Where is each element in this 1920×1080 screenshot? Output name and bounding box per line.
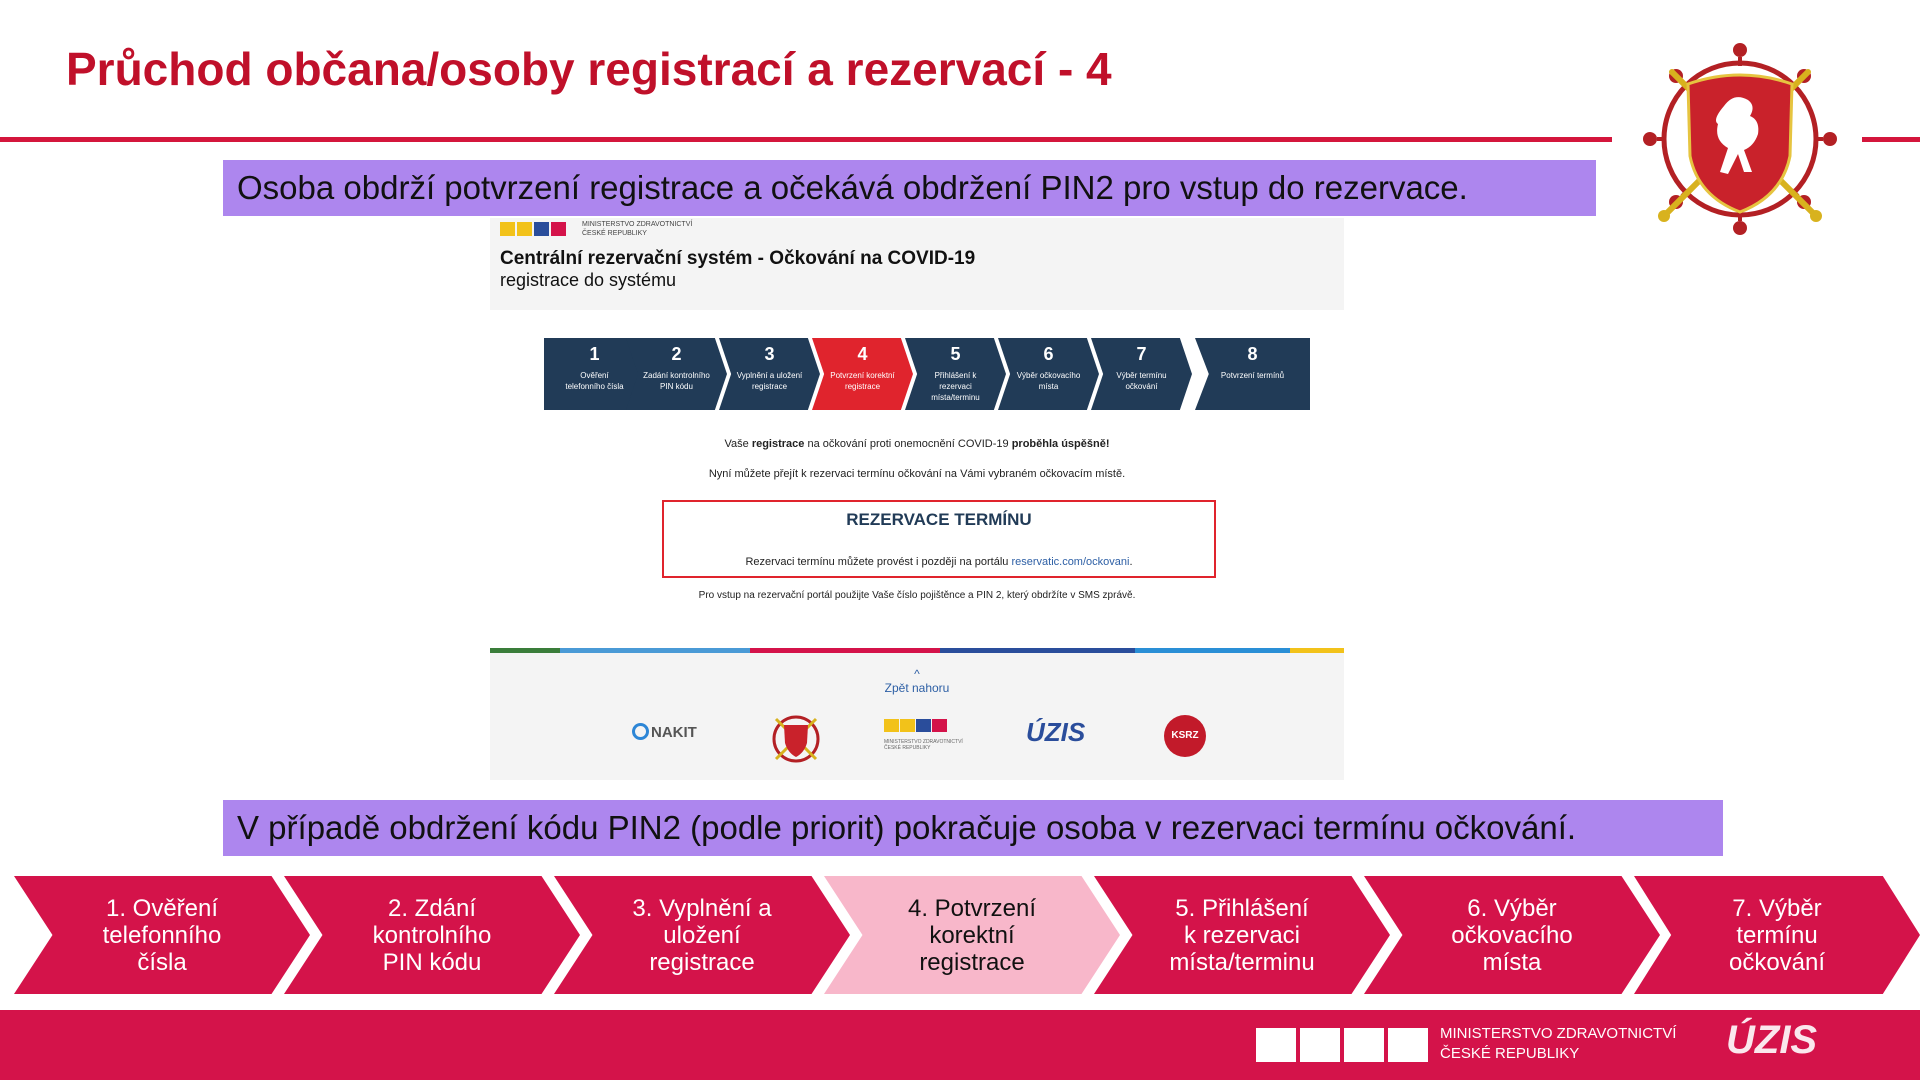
ministry-small-logo-icon (884, 719, 947, 732)
process-step-5: 5. Přihlášení k rezervaci místa/terminu (1094, 876, 1390, 994)
ministry-logo-icon (500, 222, 566, 236)
color-strip (490, 648, 1344, 653)
title-divider-right (1862, 137, 1920, 142)
ministry-footer-logo-icon (1256, 1028, 1428, 1062)
callout-top: Osoba obdrží potvrzení registrace a oček… (223, 160, 1596, 216)
uzis-logo: ÚZIS (1026, 717, 1086, 747)
footer-band (0, 1010, 1920, 1080)
ministry-name: MINISTERSTVO ZDRAVOTNICTVÍ ČESKÉ REPUBLI… (582, 221, 693, 237)
process-step-7: 7. Výběr termínu očkování (1634, 876, 1920, 994)
ksrz-logo: KSRZ (1164, 715, 1206, 757)
nakit-logo: NAKIT (632, 723, 697, 741)
embedded-screenshot: MINISTERSTVO ZDRAVOTNICTVÍ ČESKÉ REPUBLI… (490, 218, 1344, 780)
process-step-3: 3. Vyplnění a uložení registrace (554, 876, 850, 994)
reservation-box: REZERVACE TERMÍNU Rezervaci termínu může… (662, 500, 1216, 578)
reservation-link[interactable]: reservatic.com/ockovani (1011, 556, 1130, 568)
reservation-title: REZERVACE TERMÍNU (846, 510, 1032, 529)
system-title: Centrální rezervační systém - Očkování n… (500, 248, 976, 269)
slide-title: Průchod občana/osoby registrací a rezerv… (66, 43, 1112, 95)
success-message: Vaše registrace na očkování proti onemoc… (724, 438, 1110, 450)
screenshot-footer: ^ Zpět nahoru NAKIT MINISTERSTVO ZDRAVOT… (490, 653, 1344, 780)
process-step-6: 6. Výběr očkovacího místa (1364, 876, 1660, 994)
process-step-4: 4. Potvrzení korektní registrace (824, 876, 1120, 994)
process-step-1: 1. Ověření telefonního čísla (14, 876, 310, 994)
nakit-ring-icon (632, 723, 649, 740)
process-step-2: 2. Zdání kontrolního PIN kódu (284, 876, 580, 994)
fire-rescue-emblem-icon (1643, 43, 1837, 235)
fire-rescue-small-emblem-icon (772, 715, 820, 763)
uzis-footer-logo: ÚZIS (1726, 1018, 1818, 1062)
callout-bottom: V případě obdržení kódu PIN2 (podle prio… (223, 800, 1723, 856)
system-subtitle: registrace do systému (500, 270, 677, 290)
ministry-small-text: MINISTERSTVO ZDRAVOTNICTVÍ ČESKÉ REPUBLI… (884, 739, 963, 751)
screenshot-header: MINISTERSTVO ZDRAVOTNICTVÍ ČESKÉ REPUBLI… (490, 218, 1344, 310)
reservation-text: Rezervaci termínu můžete provést i pozdě… (745, 556, 1133, 568)
pin-instruction: Pro vstup na rezervační portál použijte … (698, 590, 1136, 601)
title-divider (0, 137, 1612, 142)
back-to-top-link[interactable]: ^ Zpět nahoru (490, 667, 1344, 695)
chevron-up-icon: ^ (914, 667, 920, 681)
next-step-message: Nyní můžete přejít k rezervaci termínu o… (708, 468, 1126, 480)
ministry-footer-name: MINISTERSTVO ZDRAVOTNICTVÍ ČESKÉ REPUBLI… (1440, 1025, 1677, 1062)
